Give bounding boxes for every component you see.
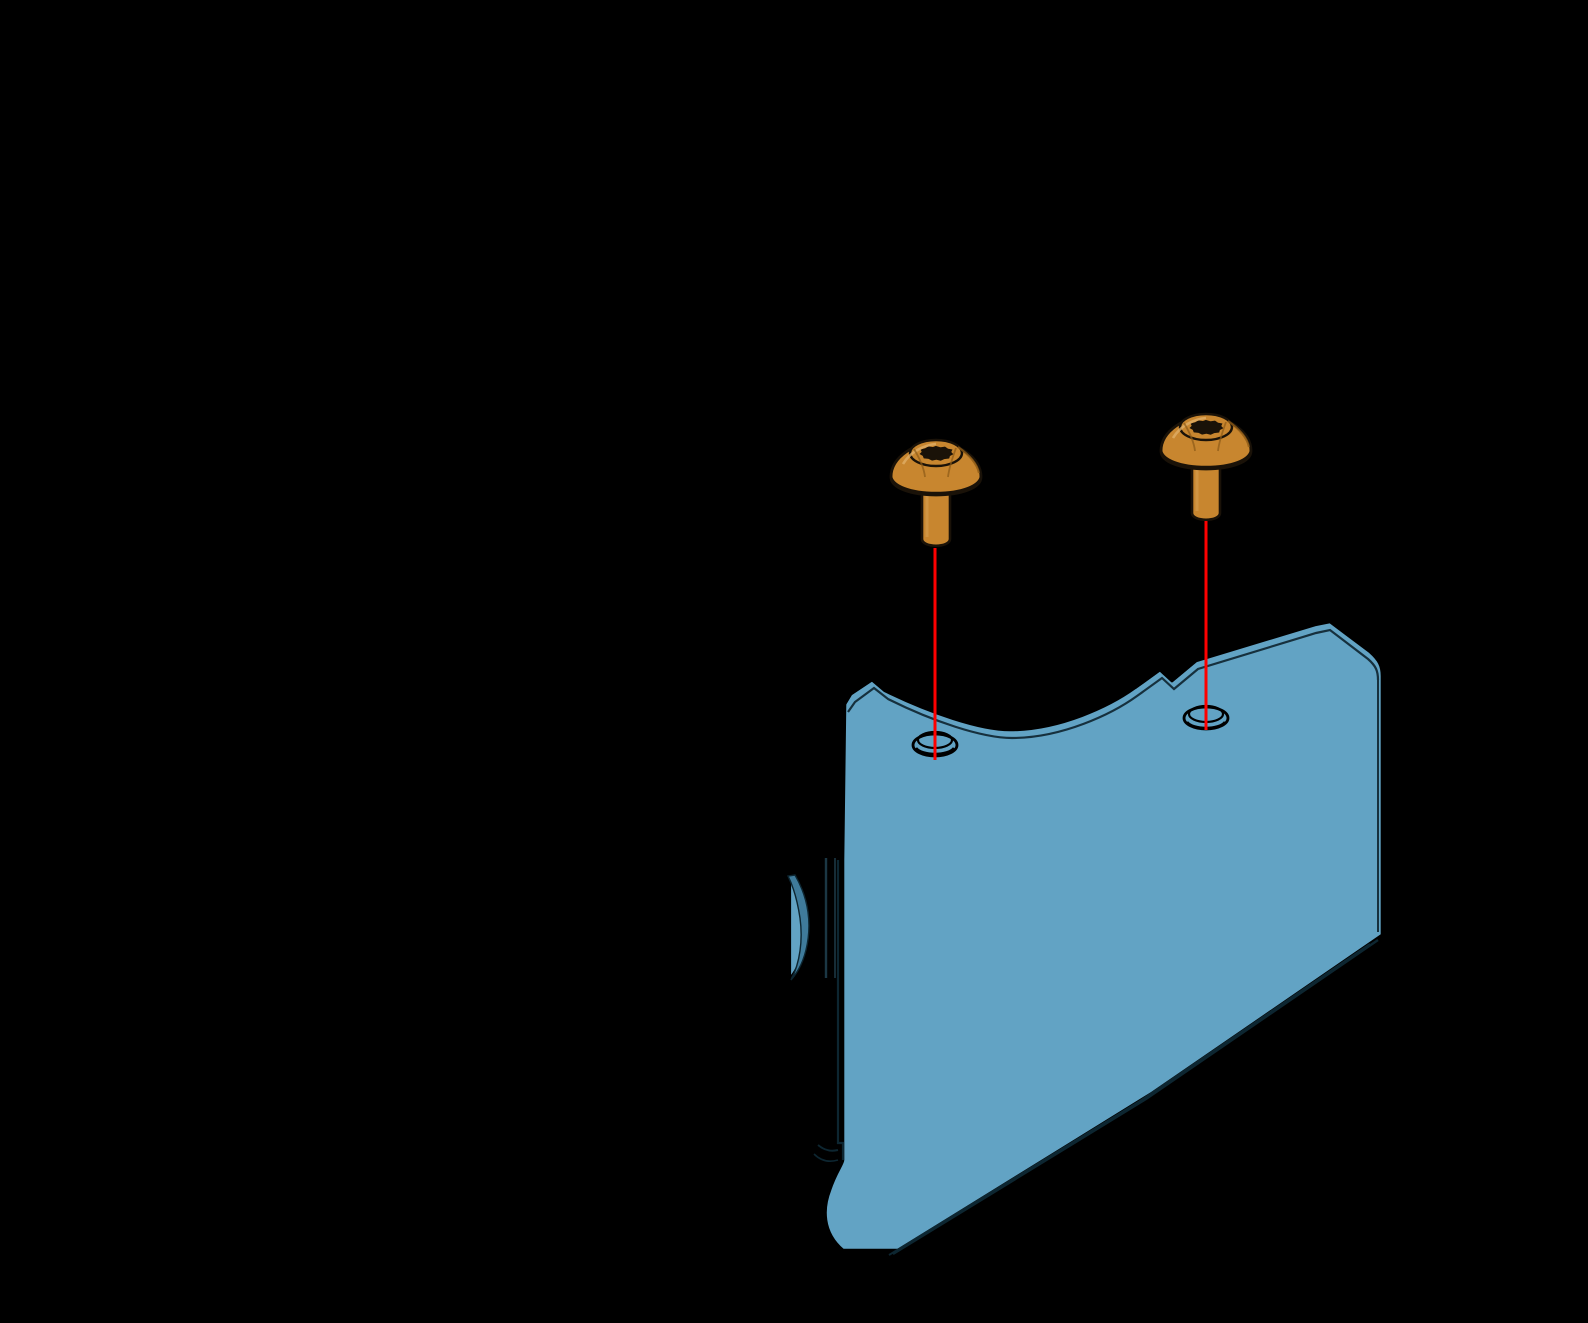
screw-left-dome-shade (957, 446, 981, 474)
screw-right-head-rim (1159, 448, 1253, 469)
assembly-axis-lines (933, 521, 1208, 760)
panel-left-notch (813, 860, 845, 1162)
screw-right[interactable] (1159, 412, 1253, 522)
screw-right-dome-crease-b (1217, 421, 1227, 452)
screw-right-dome-highlight (1171, 416, 1207, 439)
screw-left-shaft (920, 479, 952, 548)
panel-bottom-thickness-line-2 (888, 943, 1371, 1256)
screw-left-dome-crease-a (913, 448, 926, 478)
panel-front-face (824, 620, 1384, 1252)
panel-shoulder-tick-right (1134, 660, 1197, 690)
screw-right-dome-crease-a (1183, 422, 1196, 452)
screw-right-dome-shade (1227, 420, 1251, 448)
panel-bottom-thickness-line-1 (892, 939, 1379, 1256)
screw-right-torx-drive (1189, 419, 1224, 436)
panel-left-crescent-cut (786, 874, 810, 981)
screw-left-dome-crease-b (947, 447, 957, 478)
screw-left[interactable] (889, 438, 983, 548)
screw-left-dome-highlight (901, 442, 937, 465)
screw-right-shaft (1190, 453, 1222, 522)
panel-shoulder-tick-left (843, 678, 886, 705)
screw-left-torx-drive (919, 445, 954, 462)
panel-top-edge-inner (847, 628, 1380, 740)
screw-left-head-rim (889, 474, 983, 495)
